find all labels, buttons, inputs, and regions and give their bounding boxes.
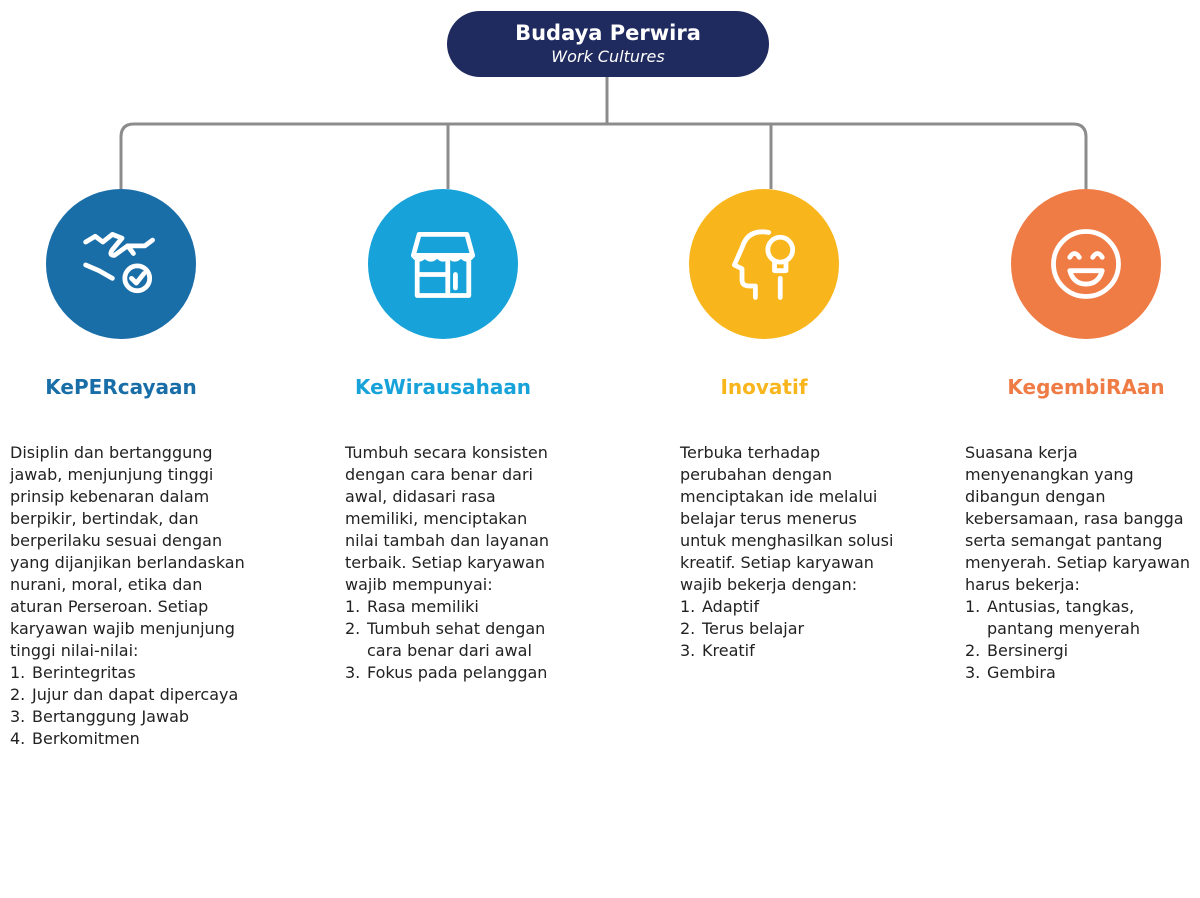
- list-item: 2.Bersinergi: [965, 641, 1069, 660]
- kepercayaan-list: 1.Berintegritas 2.Jujur dan dapat diperc…: [10, 662, 260, 750]
- list-item: 1.Rasa memiliki: [345, 597, 479, 616]
- root-title: Budaya Perwira: [515, 21, 701, 45]
- list-item: 4.Berkomitmen: [10, 729, 140, 748]
- inovatif-description: Terbuka terhadap perubahan dengan mencip…: [680, 443, 894, 594]
- connector-bar: [119, 122, 1088, 189]
- list-item: 2.Tumbuh sehat dengan cara benar dari aw…: [345, 619, 546, 660]
- kegembiraan-list: 1.Antusias, tangkas, pantang menyerah 2.…: [965, 596, 1195, 684]
- list-item: 3.Bertanggung Jawab: [10, 707, 190, 726]
- list-item: 1.Antusias, tangkas, pantang menyerah: [965, 597, 1140, 638]
- smiley-face-icon: [1051, 229, 1121, 299]
- kewirausahaan-description: Tumbuh secara konsisten dengan cara bena…: [345, 443, 550, 594]
- kegembiraan-description-block: Suasana kerja menyenangkan yang dibangun…: [965, 442, 1195, 684]
- kepercayaan-title: KePERcayaan: [45, 375, 197, 399]
- list-item: 2.Terus belajar: [680, 619, 805, 638]
- kewirausahaan-circle: [368, 189, 518, 339]
- head-lightbulb-icon: [731, 229, 796, 300]
- kegembiraan-circle: [1011, 189, 1161, 339]
- inovatif-circle: [689, 189, 839, 339]
- list-item: 3.Gembira: [965, 663, 1056, 682]
- kewirausahaan-description-block: Tumbuh secara konsisten dengan cara bena…: [345, 442, 560, 684]
- kegembiraan-description: Suasana kerja menyenangkan yang dibangun…: [965, 443, 1191, 594]
- inovatif-title: Inovatif: [720, 375, 808, 399]
- kepercayaan-description-block: Disiplin dan bertanggung jawab, menjunju…: [10, 442, 260, 750]
- root-subtitle: Work Cultures: [551, 47, 665, 66]
- kepercayaan-circle: [46, 189, 196, 339]
- list-item: 1.Berintegritas: [10, 663, 136, 682]
- kepercayaan-description: Disiplin dan bertanggung jawab, menjunju…: [10, 443, 245, 660]
- list-item: 3.Kreatif: [680, 641, 755, 660]
- inovatif-description-block: Terbuka terhadap perubahan dengan mencip…: [680, 442, 895, 662]
- root-node: Budaya Perwira Work Cultures: [447, 11, 769, 77]
- kegembiraan-title: KegembiRAan: [1007, 375, 1165, 399]
- kewirausahaan-title: KeWirausahaan: [354, 375, 532, 399]
- list-item: 2.Jujur dan dapat dipercaya: [10, 685, 239, 704]
- list-item: 1.Adaptif: [680, 597, 760, 616]
- storefront-icon: [410, 231, 476, 298]
- kewirausahaan-list: 1.Rasa memiliki 2.Tumbuh sehat dengan ca…: [345, 596, 560, 684]
- inovatif-list: 1.Adaptif 2.Terus belajar 3.Kreatif: [680, 596, 895, 662]
- list-item: 3.Fokus pada pelanggan: [345, 663, 548, 682]
- handshake-check-icon: [83, 231, 155, 294]
